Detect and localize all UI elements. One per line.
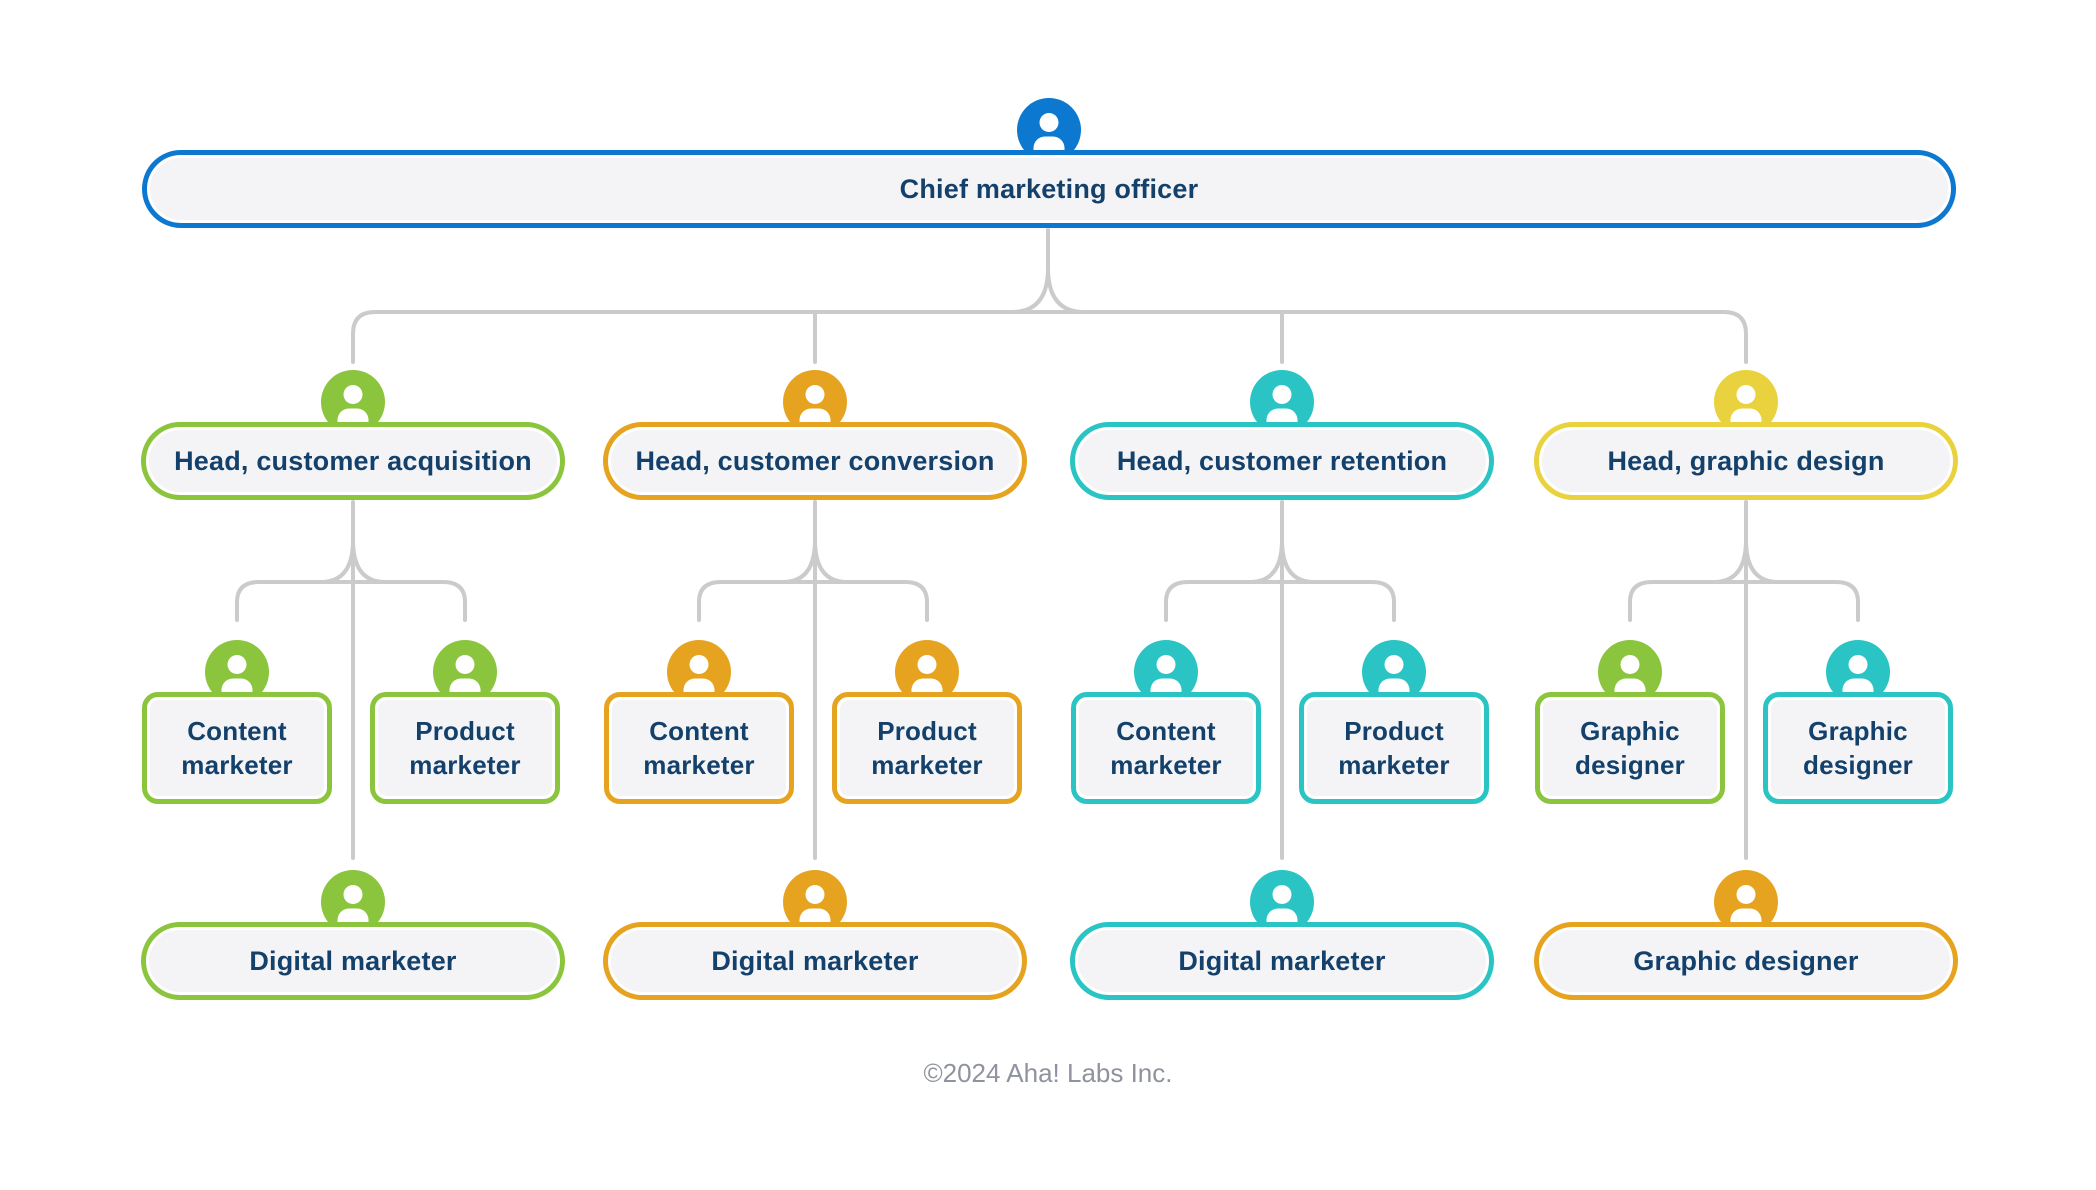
node-label: Head, customer conversion (635, 446, 995, 476)
node-label: Product marketer (1338, 716, 1450, 780)
org-node-graphic-designer-3: Graphic designer (1534, 870, 1958, 1000)
node-label: Chief marketing officer (899, 174, 1199, 204)
copyright-text: ©2024 Aha! Labs Inc. (923, 1058, 1173, 1088)
node-label: Content marketer (181, 716, 293, 780)
org-node-graphic-designer-2: Graphic designer (1763, 640, 1953, 804)
node-label: Graphic designer (1633, 946, 1859, 976)
node-label: Graphic designer (1575, 716, 1685, 780)
org-node-content-marketer-3: Content marketer (1071, 640, 1261, 804)
org-node-product-marketer-2: Product marketer (832, 640, 1022, 804)
node-label: Content marketer (643, 716, 755, 780)
node-label: Digital marketer (249, 946, 457, 976)
node-label: Digital marketer (711, 946, 919, 976)
node-label: Digital marketer (1178, 946, 1386, 976)
node-label: Graphic designer (1803, 716, 1913, 780)
org-node-product-marketer-1: Product marketer (370, 640, 560, 804)
node-label: Product marketer (409, 716, 521, 780)
org-node-graphic-designer-1: Graphic designer (1535, 640, 1725, 804)
org-node-head-customer-acquisition: Head, customer acquisition (141, 370, 565, 500)
org-node-head-graphic-design: Head, graphic design (1534, 370, 1958, 500)
node-label: Content marketer (1110, 716, 1222, 780)
org-node-head-customer-conversion: Head, customer conversion (603, 370, 1027, 500)
node-label: Product marketer (871, 716, 983, 780)
org-node-content-marketer-2: Content marketer (604, 640, 794, 804)
org-node-digital-marketer-1: Digital marketer (141, 870, 565, 1000)
node-label: Head, graphic design (1607, 446, 1885, 476)
org-node-head-customer-retention: Head, customer retention (1070, 370, 1494, 500)
org-node-digital-marketer-3: Digital marketer (1070, 870, 1494, 1000)
person-icon (433, 640, 497, 704)
node-label: Head, customer acquisition (174, 446, 532, 476)
org-node-product-marketer-3: Product marketer (1299, 640, 1489, 804)
org-node-chief-marketing-officer: Chief marketing officer (142, 98, 1956, 228)
org-node-content-marketer-1: Content marketer (142, 640, 332, 804)
node-label: Head, customer retention (1116, 446, 1448, 476)
org-node-digital-marketer-2: Digital marketer (603, 870, 1027, 1000)
